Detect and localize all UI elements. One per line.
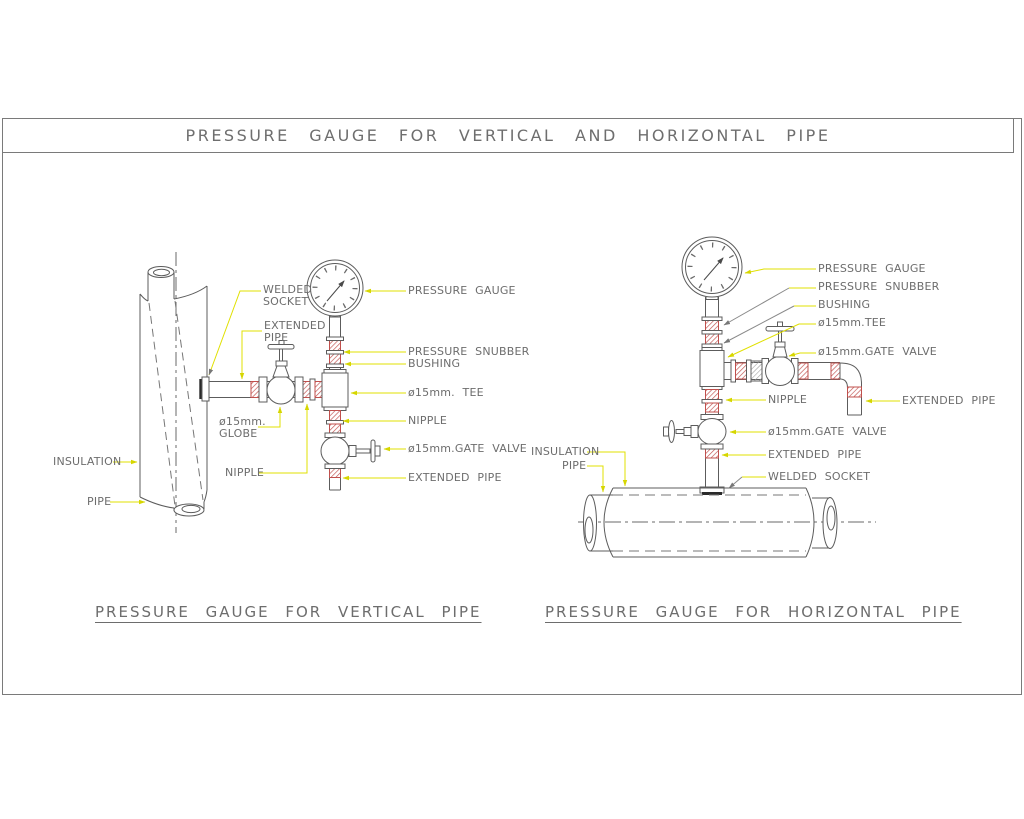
sheet-title: PRESSURE GAUGE FOR VERTICAL AND HORIZONT… bbox=[185, 126, 831, 145]
label-insulation-right: INSULATION bbox=[531, 445, 600, 458]
label-extended-pipe-elbow: EXTENDED PIPE bbox=[902, 394, 996, 407]
title-band: PRESSURE GAUGE FOR VERTICAL AND HORIZONT… bbox=[2, 118, 1014, 153]
label-nipple-right: NIPPLE bbox=[408, 414, 448, 427]
label-extended-pipe-left: EXTENDED PIPE bbox=[264, 319, 326, 344]
right-tee-fitting bbox=[699, 347, 725, 390]
right-pressure-gauge bbox=[681, 236, 743, 298]
right-branch-fittings bbox=[730, 359, 841, 383]
label-pipe-right: PIPE bbox=[562, 459, 587, 472]
label-globe-valve: ø15mm. GLOBE bbox=[219, 415, 266, 440]
label-welded-socket: WELDED SOCKET bbox=[263, 283, 313, 308]
right-leader-lines bbox=[587, 268, 900, 493]
label-insulation-left: INSULATION bbox=[53, 455, 122, 468]
left-pressure-gauge bbox=[306, 259, 364, 317]
label-nipple-left: NIPPLE bbox=[225, 466, 265, 479]
label-pressure-snubber-left: PRESSURE SNUBBER bbox=[408, 345, 530, 358]
left-insulated-pipe bbox=[139, 252, 208, 533]
left-gauge-stem bbox=[326, 312, 344, 370]
right-welded-socket bbox=[699, 486, 725, 495]
right-gauge-stem bbox=[701, 294, 723, 351]
label-pressure-snubber-right: PRESSURE SNUBBER bbox=[818, 280, 940, 293]
label-bushing-left: BUSHING bbox=[408, 357, 461, 370]
right-lower-stem bbox=[701, 389, 723, 487]
right-gate-valve-upper bbox=[761, 321, 799, 386]
label-welded-socket-right: WELDED SOCKET bbox=[768, 470, 871, 483]
left-welded-socket bbox=[199, 376, 210, 402]
label-bushing-right: BUSHING bbox=[818, 298, 871, 311]
label-extended-pipe-lower: EXTENDED PIPE bbox=[768, 448, 862, 461]
right-insulated-pipe bbox=[578, 487, 876, 558]
label-gate-valve-lower: ø15mm.GATE VALVE bbox=[768, 425, 887, 438]
label-pipe-left: PIPE bbox=[87, 495, 112, 508]
label-tee-left: ø15mm. TEE bbox=[408, 386, 484, 399]
left-gate-valve bbox=[320, 432, 381, 469]
left-tee-fitting bbox=[321, 369, 349, 411]
left-figure-drawing bbox=[110, 252, 406, 533]
right-gate-valve-lower bbox=[663, 414, 727, 450]
label-tee-right: ø15mm.TEE bbox=[818, 316, 887, 329]
label-extended-pipe-right: EXTENDED PIPE bbox=[408, 471, 502, 484]
left-globe-valve bbox=[258, 340, 304, 405]
label-gate-valve-left: ø15mm.GATE VALVE bbox=[408, 442, 527, 455]
left-leader-lines bbox=[110, 288, 406, 505]
right-figure-drawing bbox=[578, 236, 900, 558]
label-gate-valve-upper: ø15mm.GATE VALVE bbox=[818, 345, 937, 358]
caption-horizontal-pipe: PRESSURE GAUGE FOR HORIZONTAL PIPE bbox=[545, 603, 962, 621]
right-elbow bbox=[839, 362, 862, 416]
label-nipple: NIPPLE bbox=[768, 393, 808, 406]
label-pressure-gauge-right: PRESSURE GAUGE bbox=[818, 262, 926, 275]
caption-vertical-pipe: PRESSURE GAUGE FOR VERTICAL PIPE bbox=[95, 603, 482, 621]
label-pressure-gauge-left: PRESSURE GAUGE bbox=[408, 284, 516, 297]
left-thread-joints-horizontal bbox=[250, 378, 323, 401]
